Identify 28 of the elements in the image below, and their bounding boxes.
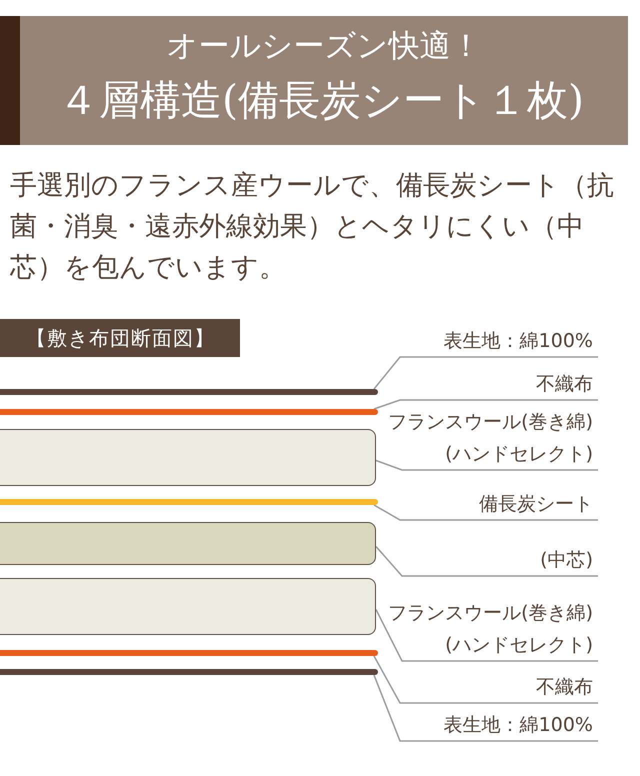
layer-label: フランスウール(巻き綿)(ハンドセレクト) — [376, 597, 598, 661]
layer-label: (中芯) — [380, 544, 598, 576]
layer-block — [0, 578, 376, 635]
section-tag: 【敷き布団断面図】 — [0, 319, 240, 357]
layer-block — [0, 522, 376, 565]
layer-label: 備長炭シート — [380, 488, 598, 520]
leader-line — [373, 356, 598, 390]
leader-line — [373, 656, 598, 704]
description-text: 手選別のフランス産ウールで、備長炭シート（抗菌・消臭・遠赤外線効果）とヘタリにくい（中芯）を包んでいます。 — [10, 169, 615, 285]
title-band — [0, 16, 628, 145]
leader-line — [376, 460, 598, 471]
layer-bar — [0, 409, 378, 415]
layer-label: 不織布 — [380, 671, 598, 703]
leader-line — [374, 399, 598, 410]
layer-label: フランスウール(巻き綿)(ハンドセレクト) — [376, 406, 598, 470]
layer-block — [0, 429, 376, 486]
heading: オールシーズン快適！ — [166, 27, 482, 66]
leader-line — [373, 674, 598, 742]
leader-line — [374, 504, 598, 521]
layer-bar — [0, 499, 378, 505]
layer-bar — [0, 650, 378, 656]
leader-line — [375, 609, 598, 662]
layer-bar — [0, 669, 378, 675]
layer-label: 不織布 — [380, 368, 598, 400]
layer-label: 表生地：綿100% — [380, 325, 598, 357]
layer-label: 表生地：綿100% — [380, 709, 598, 741]
layer-bar — [0, 389, 378, 395]
subheading: ４層構造(備長炭シート１枚) — [58, 75, 584, 125]
